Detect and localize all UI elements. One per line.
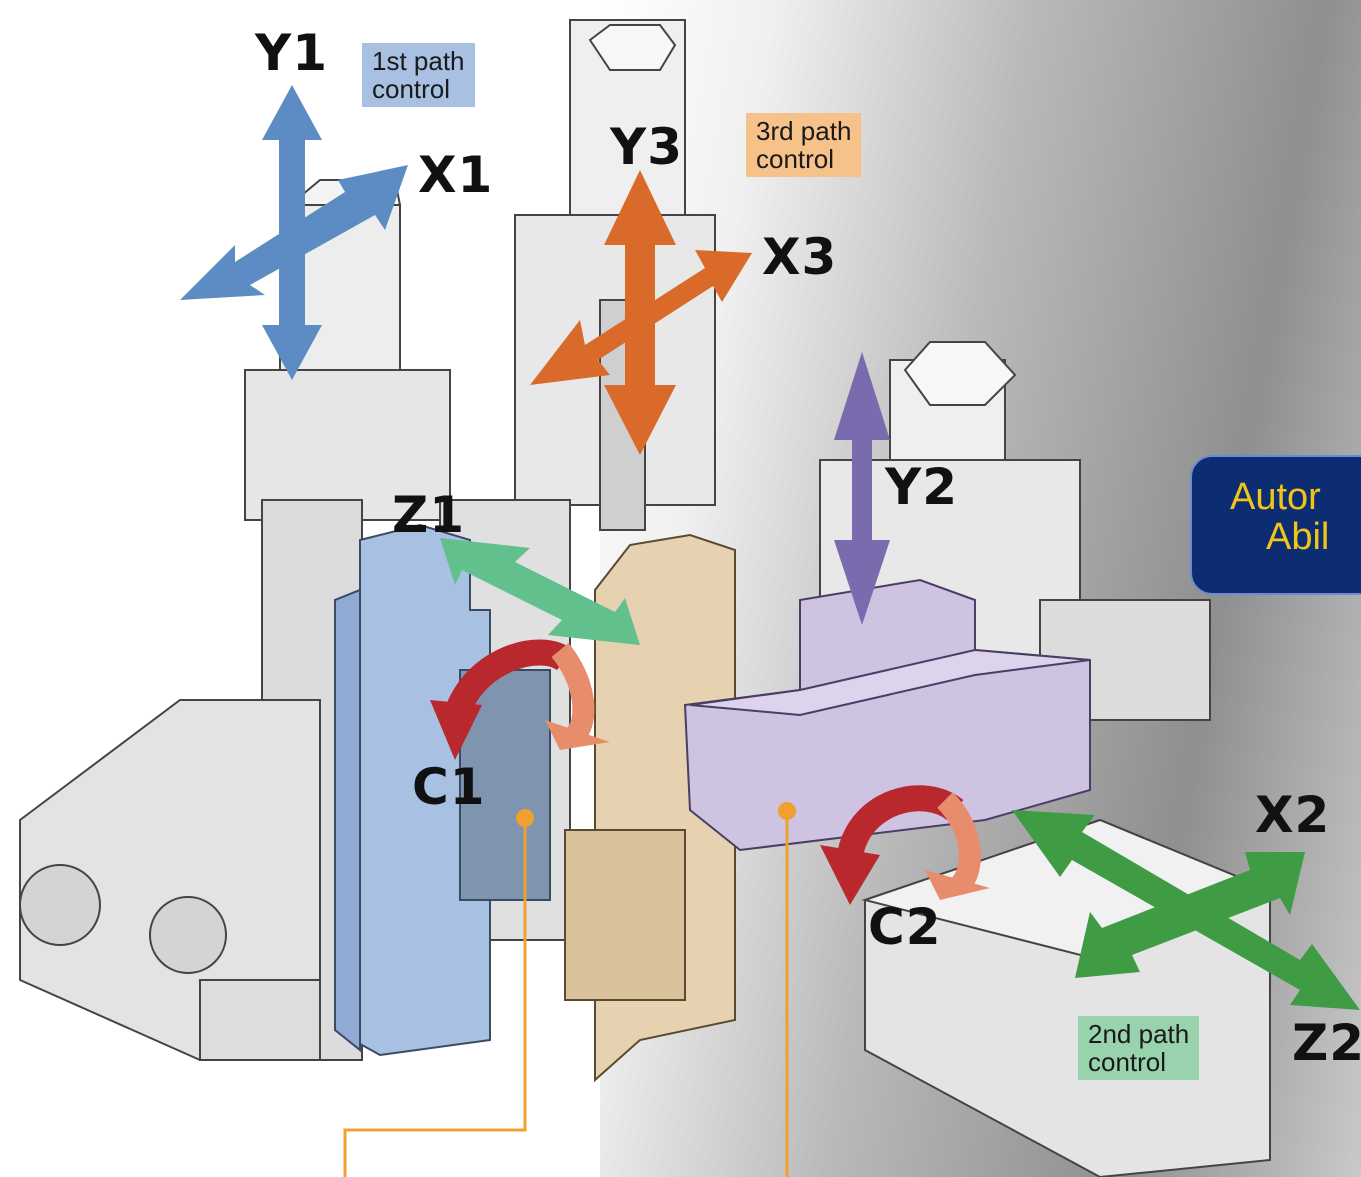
badge-line2: Abil — [1230, 517, 1361, 557]
y1-label: Y1 — [255, 28, 328, 78]
z2-label: Z2 — [1292, 1018, 1361, 1068]
path2-tag-line2: control — [1088, 1048, 1189, 1076]
z1-label: Z1 — [392, 490, 465, 540]
c1-label: C1 — [412, 762, 485, 812]
cropped-badge: Autor Abil — [1190, 455, 1361, 595]
path3-tag-line2: control — [756, 145, 851, 173]
y2-label: Y2 — [885, 462, 958, 512]
path2-tag-line1: 2nd path — [1088, 1020, 1189, 1048]
path1-tag-line2: control — [372, 75, 465, 103]
path3-tag-line1: 3rd path — [756, 117, 851, 145]
x1-label: X1 — [418, 150, 493, 200]
path1-tag: 1st path control — [362, 43, 475, 107]
y3-label: Y3 — [610, 122, 683, 172]
x3-label: X3 — [762, 232, 837, 282]
x2-label: X2 — [1255, 790, 1330, 840]
c1-leader-dot — [516, 809, 534, 827]
badge-line1: Autor — [1230, 477, 1361, 517]
path2-tag: 2nd path control — [1078, 1016, 1199, 1080]
path1-tag-line1: 1st path — [372, 47, 465, 75]
c2-label: C2 — [868, 902, 941, 952]
path3-tag: 3rd path control — [746, 113, 861, 177]
c2-leader-dot — [778, 802, 796, 820]
